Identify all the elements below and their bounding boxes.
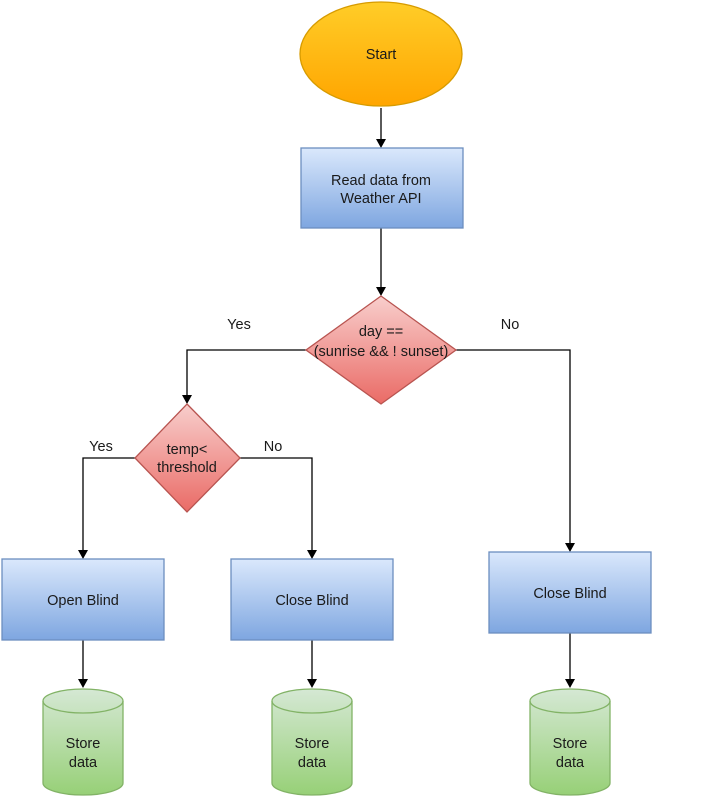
store-data-3-label-line2: data xyxy=(556,755,585,771)
start-label: Start xyxy=(366,47,397,63)
edge-label-temp-no: No xyxy=(264,439,283,455)
close-blind-left-node: Close Blind xyxy=(230,558,394,641)
store-data-1-label-line1: Store xyxy=(66,736,101,752)
store-data-node-3: Store data xyxy=(529,688,611,796)
arrowhead xyxy=(565,679,575,688)
temp-decision-label-line2: threshold xyxy=(157,460,217,476)
arrowhead xyxy=(307,550,317,559)
day-decision-label-line1: day == xyxy=(359,324,403,340)
arrowhead xyxy=(565,543,575,552)
read-data-label-line2: Weather API xyxy=(340,191,421,207)
arrowhead xyxy=(307,679,317,688)
store-data-2-label-line1: Store xyxy=(295,736,330,752)
edge-day-no-to-close-right xyxy=(456,349,571,544)
read-data-node: Read data from Weather API xyxy=(300,147,464,229)
arrowhead xyxy=(78,679,88,688)
read-data-label-line1: Read data from xyxy=(331,173,431,189)
open-blind-label: Open Blind xyxy=(47,593,119,609)
edge-label-temp-yes: Yes xyxy=(89,439,113,455)
day-decision-node: day == (sunrise && ! sunset) xyxy=(304,295,458,405)
edge-day-yes-to-temp xyxy=(186,349,306,396)
day-decision-label-line2: (sunrise && ! sunset) xyxy=(314,344,449,360)
start-node: Start xyxy=(299,1,463,107)
store-data-2-label-line2: data xyxy=(298,755,327,771)
arrowhead xyxy=(376,287,386,296)
close-blind-right-label: Close Blind xyxy=(533,586,606,602)
edge-temp-no-to-close-left xyxy=(240,457,313,551)
edge-label-day-no: No xyxy=(501,317,520,333)
edge-label-day-yes: Yes xyxy=(227,317,251,333)
close-blind-left-label: Close Blind xyxy=(275,593,348,609)
store-data-3-label-line1: Store xyxy=(553,736,588,752)
arrowhead xyxy=(182,395,192,404)
arrowhead xyxy=(78,550,88,559)
open-blind-node: Open Blind xyxy=(1,558,165,641)
store-data-node-2: Store data xyxy=(271,688,353,796)
edge-temp-yes-to-open xyxy=(82,457,135,551)
store-data-1-label-line2: data xyxy=(69,755,98,771)
edges xyxy=(78,108,575,688)
close-blind-right-node: Close Blind xyxy=(488,551,652,634)
store-data-node-1: Store data xyxy=(42,688,124,796)
temp-decision-node: temp< threshold xyxy=(134,403,241,513)
arrowhead xyxy=(376,139,386,148)
temp-decision-label-line1: temp< xyxy=(167,442,208,458)
